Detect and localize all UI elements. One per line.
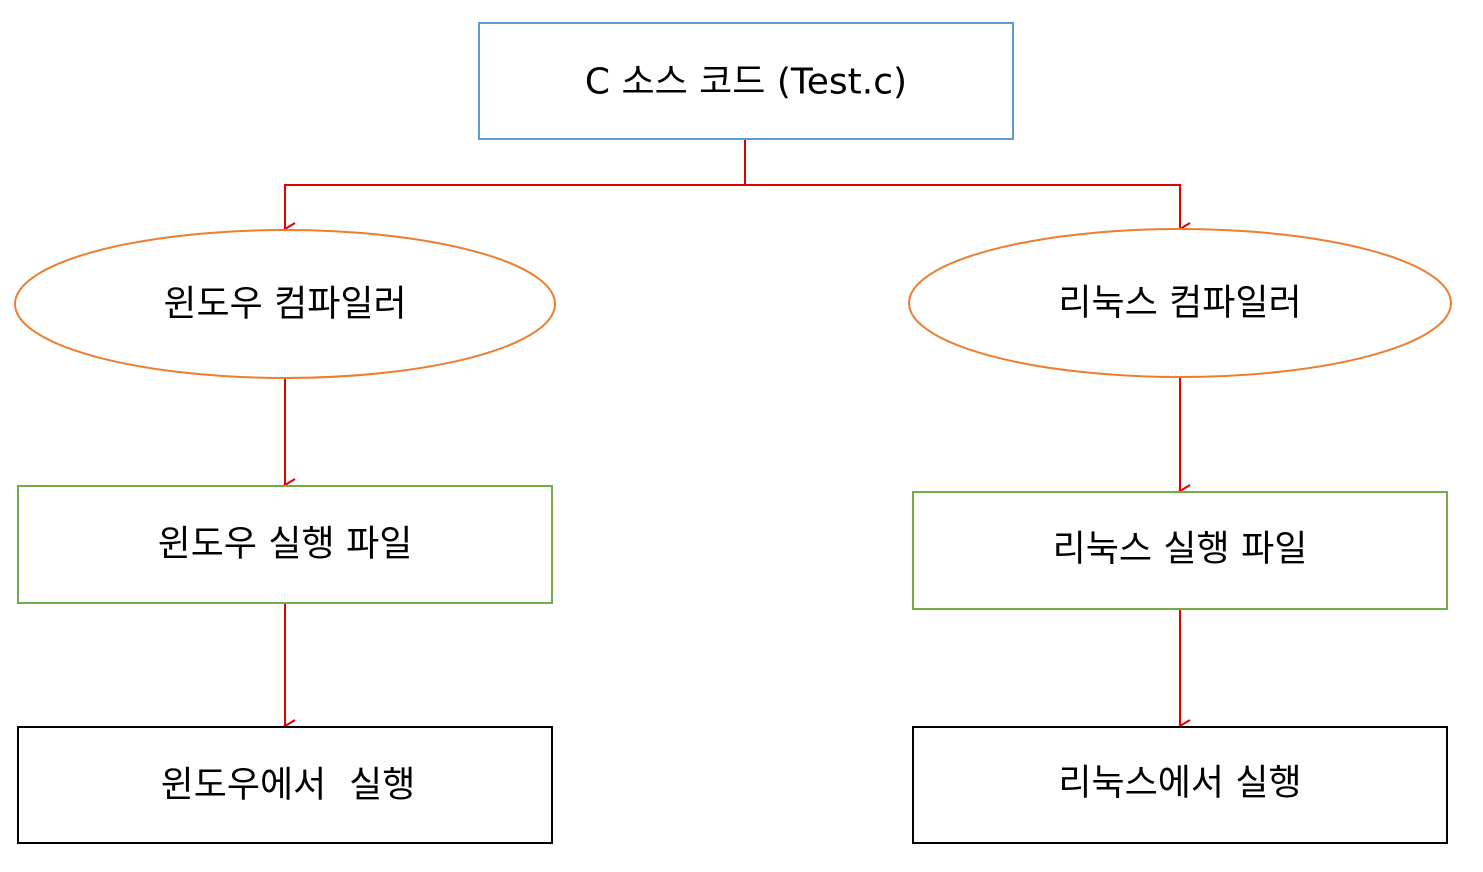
windows-executable-node: 윈도우 실행 파일 bbox=[17, 485, 553, 604]
linux-run-label: 리눅스에서 실행 bbox=[1058, 763, 1301, 804]
source-code-node: C 소스 코드 (Test.c) bbox=[478, 22, 1014, 140]
linux-run-node: 리눅스에서 실행 bbox=[912, 726, 1448, 844]
windows-compiler-label: 윈도우 컴파일러 bbox=[163, 284, 406, 325]
source-code-label: C 소스 코드 (Test.c) bbox=[585, 62, 907, 103]
connectors bbox=[283, 140, 1191, 733]
linux-compiler-label: 리눅스 컴파일러 bbox=[1058, 283, 1301, 324]
source-code-box bbox=[478, 22, 1014, 140]
windows-compiler-node: 윈도우 컴파일러 bbox=[14, 229, 556, 379]
linux-executable-label: 리눅스 실행 파일 bbox=[1053, 529, 1308, 570]
linux-compiler-node: 리눅스 컴파일러 bbox=[908, 228, 1452, 378]
linux-executable-box bbox=[912, 491, 1448, 610]
connector-split-to-windows-compiler bbox=[283, 184, 745, 236]
connector-split-to-linux-compiler bbox=[745, 184, 1191, 236]
linux-executable-node: 리눅스 실행 파일 bbox=[912, 491, 1448, 610]
windows-executable-box bbox=[17, 485, 553, 604]
windows-run-box bbox=[17, 726, 553, 844]
windows-compiler-ellipse bbox=[14, 229, 556, 379]
windows-run-label: 윈도우에서 실행 bbox=[161, 765, 416, 806]
linux-run-box bbox=[912, 726, 1448, 844]
linux-compiler-ellipse bbox=[908, 228, 1452, 378]
windows-run-node: 윈도우에서 실행 bbox=[17, 726, 553, 844]
windows-executable-label: 윈도우 실행 파일 bbox=[158, 524, 413, 565]
